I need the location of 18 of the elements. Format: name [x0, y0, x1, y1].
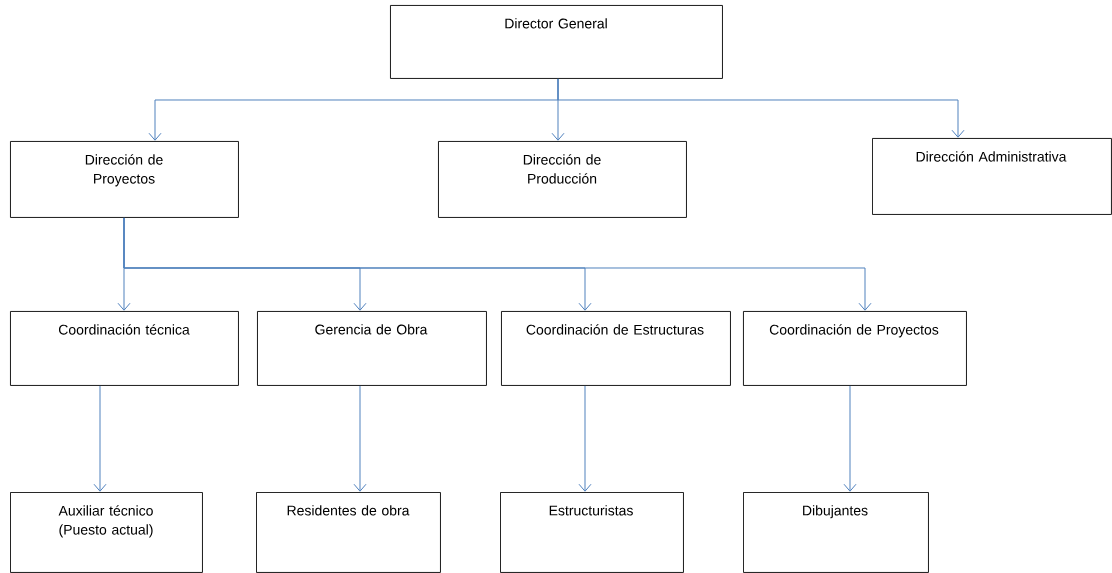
connector-arrow	[123, 217, 872, 311]
org-box: Director General	[390, 5, 723, 79]
connector-arrow	[578, 385, 592, 492]
connector-arrow	[93, 385, 107, 492]
org-box: Auxiliar técnico (Puesto actual)	[10, 492, 203, 573]
org-box: Gerencia de Obra	[257, 311, 487, 386]
org-box: Dibujantes	[743, 492, 929, 573]
org-box: Estructuristas	[500, 492, 684, 573]
org-box: Residentes de obra	[256, 492, 441, 573]
org-box: Coordinación de Proyectos	[743, 311, 967, 386]
connector-arrow	[557, 78, 965, 138]
connector-arrow	[353, 385, 367, 492]
org-box: Coordinación técnica	[10, 311, 239, 386]
org-box: Dirección de Proyectos	[10, 141, 239, 218]
org-box: Dirección Administrativa	[872, 138, 1112, 215]
org-box: Coordinación de Estructuras	[501, 311, 731, 386]
org-box: Dirección de Producción	[438, 141, 687, 218]
connector-arrow	[843, 385, 857, 492]
